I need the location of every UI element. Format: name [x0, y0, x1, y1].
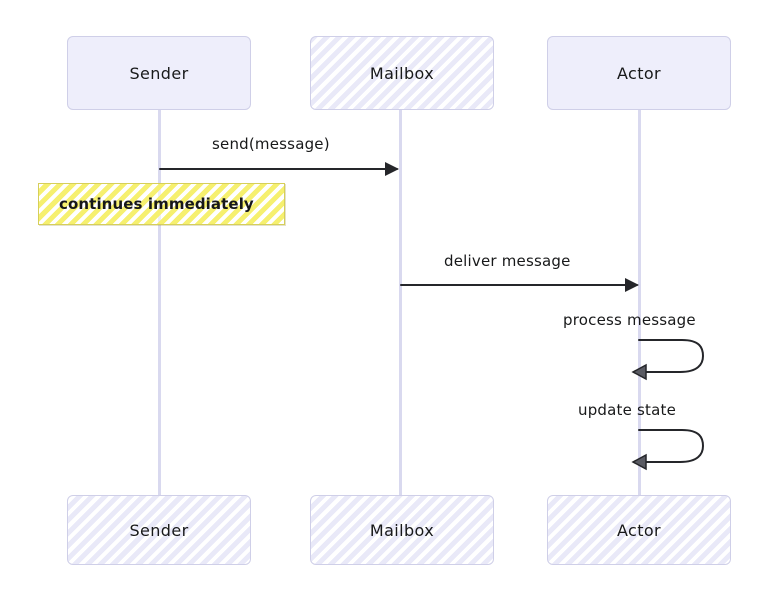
self-message-label-update-state: update state: [578, 401, 677, 419]
participant-label-mailbox-top: Mailbox: [369, 63, 435, 83]
participant-box-sender-top[interactable]: Sender: [67, 36, 251, 110]
lifeline-sender: [158, 110, 161, 496]
message-label-send-message: send(message): [212, 135, 330, 153]
participant-label-sender-top: Sender: [129, 63, 189, 83]
message-label-deliver-message: deliver message: [444, 252, 571, 270]
lifeline-mailbox: [399, 110, 402, 496]
message-arrow-send-message: [159, 162, 399, 176]
arrowhead-icon: [625, 278, 639, 292]
participant-box-mailbox-bottom[interactable]: Mailbox: [310, 495, 494, 565]
participant-box-sender-bottom[interactable]: Sender: [67, 495, 251, 565]
participant-label-sender-bottom: Sender: [129, 520, 189, 540]
self-message-loop-process-message: [630, 336, 710, 381]
note-text: continues immediately: [59, 195, 254, 213]
participant-label-mailbox-bottom: Mailbox: [369, 520, 435, 540]
participant-box-mailbox-top[interactable]: Mailbox: [310, 36, 494, 110]
self-message-loop-update-state: [630, 426, 710, 471]
note-continues-immediately[interactable]: continues immediately: [38, 183, 285, 225]
self-message-label-process-message: process message: [563, 311, 696, 329]
message-arrow-deliver-message: [400, 278, 639, 292]
lifeline-actor: [638, 110, 641, 496]
message-line: [400, 284, 638, 286]
participant-box-actor-bottom[interactable]: Actor: [547, 495, 731, 565]
arrowhead-icon: [385, 162, 399, 176]
message-line: [159, 168, 398, 170]
participant-box-actor-top[interactable]: Actor: [547, 36, 731, 110]
participant-label-actor-top: Actor: [616, 63, 662, 83]
participant-label-actor-bottom: Actor: [616, 520, 662, 540]
